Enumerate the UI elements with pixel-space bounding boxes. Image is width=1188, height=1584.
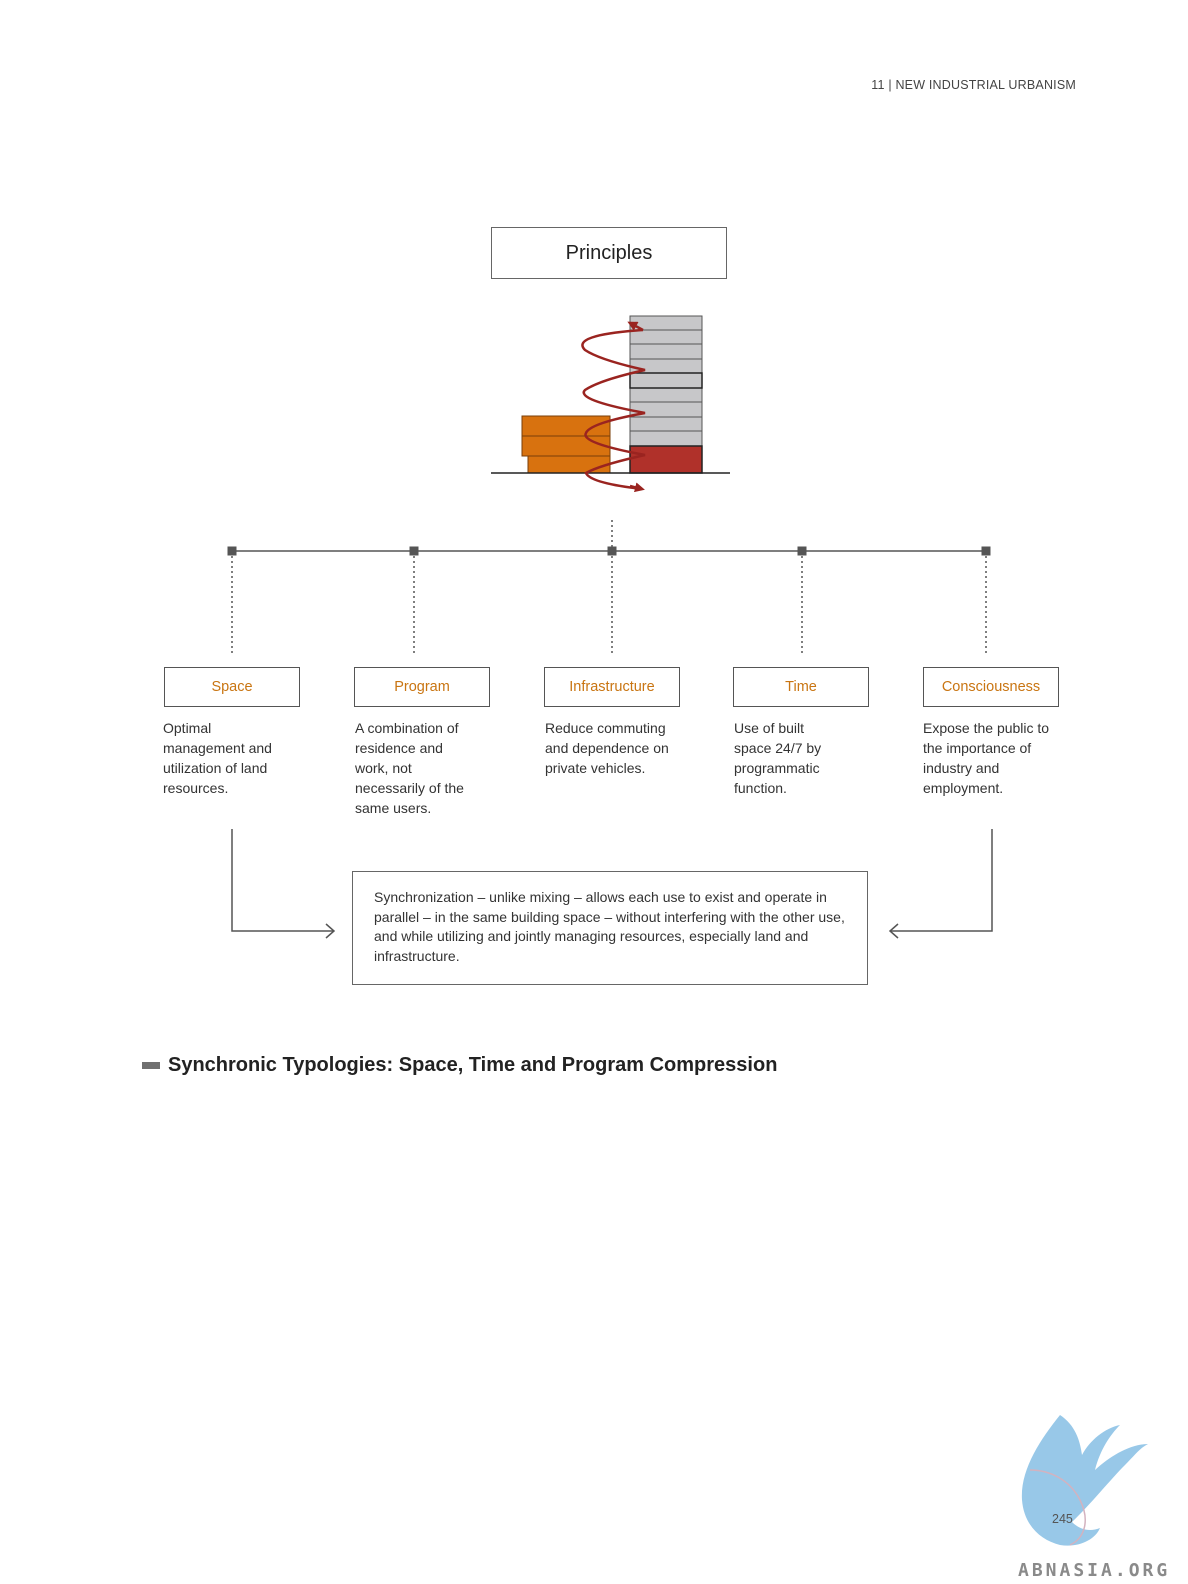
category-label-time: Time xyxy=(785,679,817,695)
section-heading: Synchronic Typologies: Space, Time and P… xyxy=(142,1054,777,1077)
category-label-infrastructure: Infrastructure xyxy=(569,679,655,695)
category-description-time: Use of built space 24/7 by programmatic … xyxy=(734,720,822,796)
principles-title-box: Principles xyxy=(491,227,727,279)
category-label-space: Space xyxy=(211,679,253,695)
category-description-program: A combination of residence and work, not… xyxy=(355,720,464,816)
tree-connectors xyxy=(227,520,991,655)
orange-block-lower xyxy=(527,455,611,474)
spiral-arrow-head-top xyxy=(627,321,644,332)
section-heading-text: Synchronic Typologies: Space, Time and P… xyxy=(168,1054,778,1076)
section-marker xyxy=(142,1062,160,1069)
sync-connector-left xyxy=(231,829,336,939)
spiral-arrow xyxy=(581,328,646,491)
watermark-logo xyxy=(1021,1415,1148,1546)
synchronization-box: Synchronization – unlike mixing – allows… xyxy=(352,871,868,985)
grey-tower xyxy=(629,315,703,447)
category-box-consciousness: Consciousness xyxy=(923,667,1059,707)
category-description-space: Optimal management and utilization of la… xyxy=(163,720,272,796)
synchronization-text: Synchronization – unlike mixing – allows… xyxy=(374,889,845,964)
category-box-time: Time xyxy=(733,667,869,707)
sync-connector-right xyxy=(888,829,993,939)
spiral-arrow-head-bottom xyxy=(629,482,645,493)
principles-title: Principles xyxy=(565,241,653,264)
red-base-block xyxy=(629,445,703,474)
running-head: 11 | NEW INDUSTRIAL URBANISM xyxy=(871,78,1076,92)
watermark-text: ABNASIA.ORG xyxy=(1018,1560,1171,1581)
page-number: 245 xyxy=(1052,1512,1073,1526)
category-box-space: Space xyxy=(164,667,300,707)
category-box-infrastructure: Infrastructure xyxy=(544,667,680,707)
category-description-consciousness: Expose the public to the importance of i… xyxy=(923,720,1050,796)
category-label-program: Program xyxy=(394,679,450,695)
building-illustration xyxy=(491,315,730,493)
category-label-consciousness: Consciousness xyxy=(941,679,1041,695)
category-box-program: Program xyxy=(354,667,490,707)
category-description-infrastructure: Reduce commuting and dependence on priva… xyxy=(545,720,669,776)
